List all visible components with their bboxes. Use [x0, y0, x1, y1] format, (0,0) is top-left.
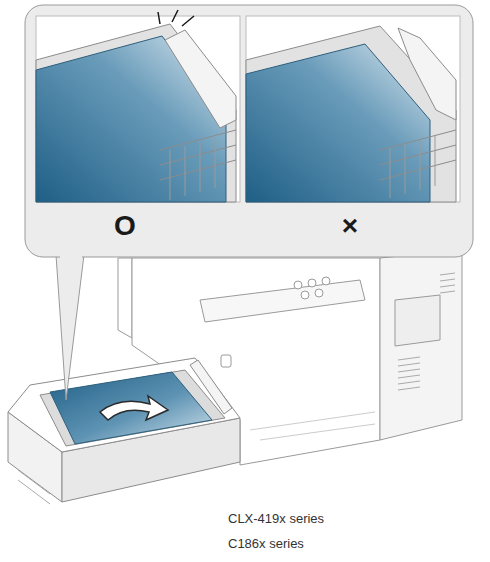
paper-tray	[8, 358, 240, 504]
wrong-loading-view	[246, 16, 460, 202]
callout-bubble	[25, 5, 473, 400]
correct-loading-view	[36, 10, 240, 202]
model-name: CLX-419x series	[228, 511, 324, 527]
model-name: C186x series	[228, 536, 304, 552]
wrong-symbol: ×	[342, 212, 358, 240]
correct-symbol: O	[114, 212, 136, 240]
